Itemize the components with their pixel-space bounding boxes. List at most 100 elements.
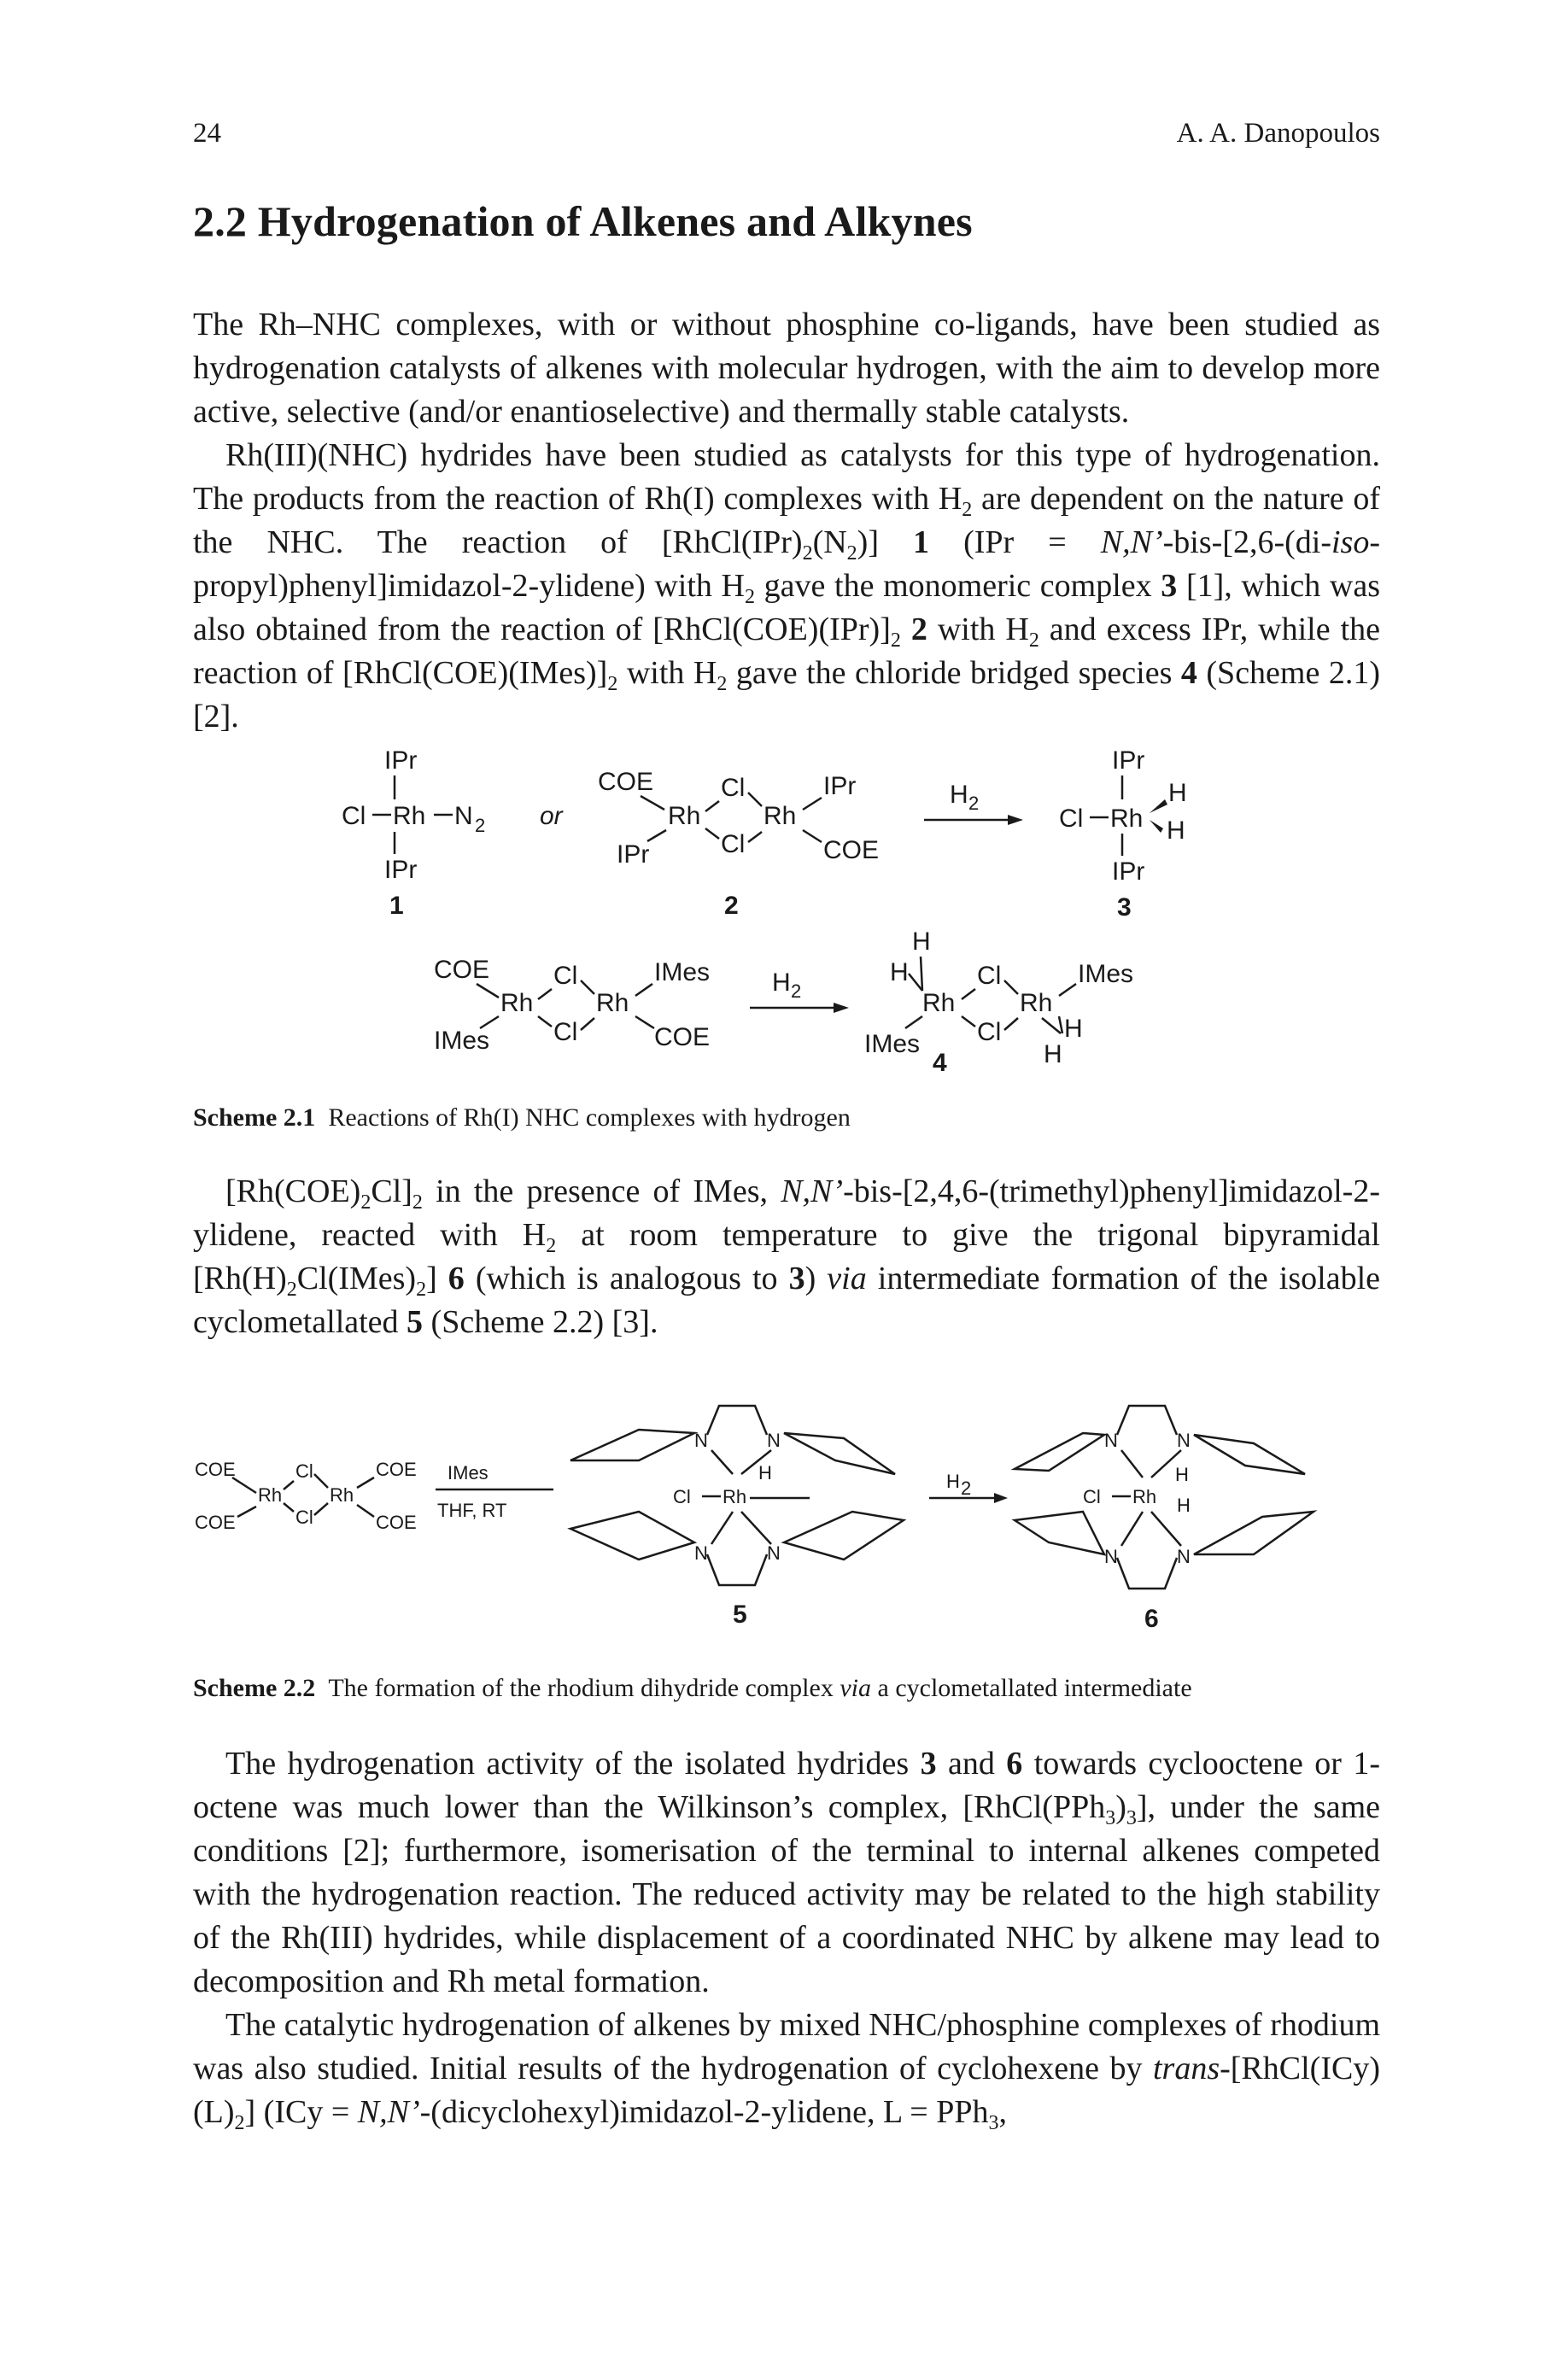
or-label: or xyxy=(540,802,564,830)
chloride-label: Cl xyxy=(1059,805,1083,833)
hydride-label: H xyxy=(1167,816,1185,845)
compound-number-3: 3 xyxy=(1117,893,1132,922)
coe-label: COE xyxy=(195,1459,236,1480)
svg-text:2: 2 xyxy=(475,815,485,836)
scheme-2-1-caption: Scheme 2.1 Reactions of Rh(I) NHC comple… xyxy=(193,1103,1389,1132)
dinitrogen-label: N xyxy=(454,802,473,830)
body-text-block-2: [Rh(COE)2Cl]2 in the presence of IMes, N… xyxy=(193,1170,1380,1344)
svg-text:2: 2 xyxy=(961,1478,971,1499)
reaction-arrow: IMes THF, RT xyxy=(436,1462,553,1521)
hydrogen-reagent-label: H xyxy=(950,781,968,809)
scheme-2-2: COE Rh COE Cl Cl Rh COE COE IMes THF, RT… xyxy=(195,1404,1318,1633)
scheme-2-1: IPr Cl Rh N 2 IPr 1 or COE Rh IPr Cl Cl … xyxy=(342,746,1187,1077)
body-text-block-3: The hydrogenation activity of the isolat… xyxy=(193,1742,1380,2134)
page-header: 24 A. A. Danopoulos xyxy=(193,118,1380,155)
ligand-ipr-label: IPr xyxy=(823,772,856,800)
nitrogen-label: N xyxy=(767,1542,781,1564)
reaction-arrow: H 2 xyxy=(929,1471,1008,1503)
rhodium-label: Rh xyxy=(922,989,955,1017)
coe-label: COE xyxy=(195,1512,236,1533)
compound-1-structure: IPr Cl Rh N 2 IPr 1 xyxy=(342,746,485,920)
bridging-chloride-label: Cl xyxy=(721,830,745,858)
compound-number-6: 6 xyxy=(1144,1605,1159,1633)
caption-text: The formation of the rhodium dihydride c… xyxy=(328,1674,1192,1702)
ligand-ipr-label: IPr xyxy=(617,840,649,869)
nitrogen-label: N xyxy=(694,1430,708,1451)
ligand-ipr-label: IPr xyxy=(1112,746,1144,775)
ligand-imes-label: IMes xyxy=(434,1027,489,1055)
nitrogen-label: N xyxy=(1177,1546,1191,1567)
rhodium-label: Rh xyxy=(500,989,533,1017)
section-title: 2.2 Hydrogenation of Alkenes and Alkynes xyxy=(193,197,973,245)
compound-4-structure: H H Rh IMes Cl Cl Rh IMes H H 4 xyxy=(864,928,1133,1077)
reaction-arrow: H 2 xyxy=(924,781,1023,825)
rhodium-label: Rh xyxy=(668,802,700,830)
scheme-2-2-caption: Scheme 2.2 The formation of the rhodium … xyxy=(193,1674,1389,1703)
running-author: A. A. Danopoulos xyxy=(1176,118,1380,149)
bridging-chloride-label: Cl xyxy=(977,1018,1001,1046)
bridging-chloride-label: Cl xyxy=(553,1018,577,1046)
body-text-block-1: The Rh–NHC complexes, with or without ph… xyxy=(193,303,1380,739)
hydride-label: H xyxy=(1177,1495,1191,1516)
compound-number-5: 5 xyxy=(733,1600,747,1629)
bridging-chloride-label: Cl xyxy=(977,962,1001,990)
chloride-label: Cl xyxy=(342,802,366,830)
hydride-label: H xyxy=(890,958,909,986)
ligand-ipr-label: IPr xyxy=(1112,857,1144,886)
bridging-chloride-label: Cl xyxy=(553,962,577,990)
caption-text: Reactions of Rh(I) NHC complexes with hy… xyxy=(328,1103,851,1132)
compound-6-structure: N N Cl Rh H H N N 6 xyxy=(1010,1404,1318,1633)
rhodium-label: Rh xyxy=(1020,989,1052,1017)
conditions-label: THF, RT xyxy=(437,1500,506,1521)
nitrogen-label: N xyxy=(694,1542,708,1564)
hydride-label: H xyxy=(1064,1015,1083,1043)
rhodium-label: Rh xyxy=(393,802,425,830)
compound-5-structure: N N Cl Rh H N N 5 xyxy=(567,1404,907,1629)
chloride-label: Cl xyxy=(1083,1486,1101,1507)
ligand-ipr-label: IPr xyxy=(384,856,417,884)
nitrogen-label: N xyxy=(1104,1430,1118,1451)
imes-reagent-label: IMes xyxy=(448,1462,489,1483)
coe-label: COE xyxy=(376,1512,417,1533)
rhodium-label: Rh xyxy=(723,1486,746,1507)
compound-number-4: 4 xyxy=(933,1049,947,1077)
bridging-chloride-label: Cl xyxy=(295,1460,313,1482)
paragraph: The Rh–NHC complexes, with or without ph… xyxy=(193,307,1380,430)
chloride-label: Cl xyxy=(673,1486,691,1507)
rhodium-label: Rh xyxy=(764,802,796,830)
imes-dimer-structure: COE Rh IMes Cl Cl Rh IMes COE xyxy=(434,956,710,1055)
nitrogen-label: N xyxy=(1104,1546,1118,1567)
rhodium-label: Rh xyxy=(596,989,629,1017)
ligand-imes-label: IMes xyxy=(654,958,710,986)
rhodium-label: Rh xyxy=(330,1484,354,1506)
page-number: 24 xyxy=(193,118,221,149)
hydrogen-reagent-label: H xyxy=(946,1471,960,1492)
bridging-chloride-label: Cl xyxy=(721,774,745,802)
paragraph: [Rh(COE)2Cl]2 in the presence of IMes, N… xyxy=(193,1173,1381,1340)
reaction-arrow: H 2 xyxy=(750,968,849,1013)
hydrogen-reagent-label: H xyxy=(772,968,791,997)
coe-label: COE xyxy=(434,956,489,984)
hydride-label: H xyxy=(1175,1464,1189,1485)
hydride-label: H xyxy=(912,928,931,956)
svg-text:2: 2 xyxy=(968,793,979,814)
hydride-label: H xyxy=(1168,779,1187,807)
coe-label: COE xyxy=(654,1023,710,1051)
paragraph: The hydrogenation activity of the isolat… xyxy=(193,1746,1380,1999)
coe-label: COE xyxy=(823,836,879,864)
compound-number-1: 1 xyxy=(389,892,404,920)
hydride-label: H xyxy=(1044,1040,1062,1068)
nitrogen-label: N xyxy=(767,1430,781,1451)
nitrogen-label: N xyxy=(1177,1430,1191,1451)
compound-number-2: 2 xyxy=(724,892,739,920)
bridging-chloride-label: Cl xyxy=(295,1507,313,1528)
starting-dimer-structure: COE Rh COE Cl Cl Rh COE COE xyxy=(195,1459,417,1533)
paragraph: The catalytic hydrogenation of alkenes b… xyxy=(193,2007,1380,2134)
compound-2-structure: COE Rh IPr Cl Cl Rh IPr COE 2 xyxy=(598,768,879,920)
rhodium-label: Rh xyxy=(258,1484,282,1506)
ligand-imes-label: IMes xyxy=(864,1030,920,1058)
svg-text:2: 2 xyxy=(791,980,801,1002)
coe-label: COE xyxy=(376,1459,417,1480)
caption-label: Scheme 2.1 xyxy=(193,1103,316,1132)
ligand-imes-label: IMes xyxy=(1078,960,1133,988)
